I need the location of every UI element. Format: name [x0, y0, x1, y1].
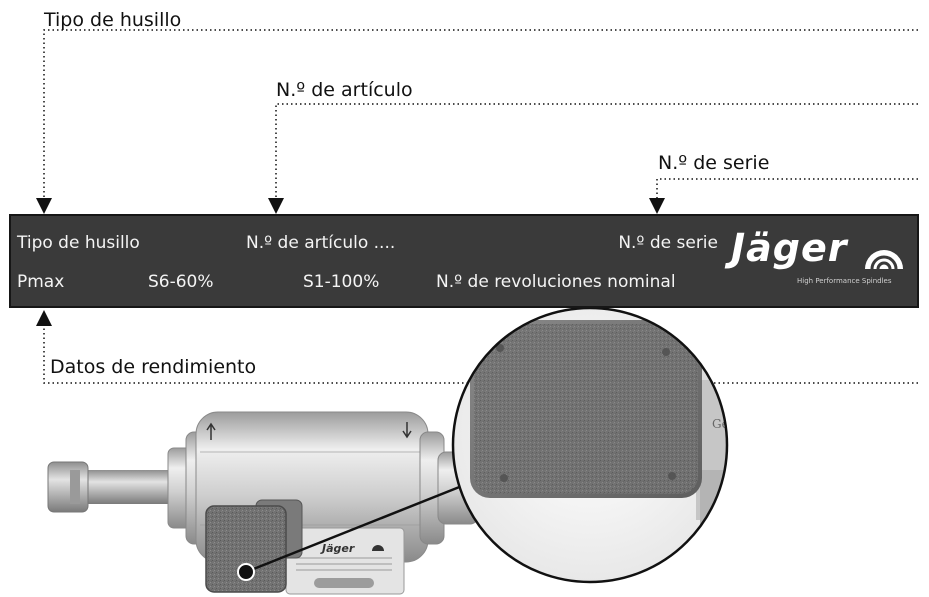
brand-logo-block: Jäger High Performance Spindles	[731, 221, 911, 301]
callout-spindle-type: Tipo de husillo	[44, 9, 182, 31]
plate-s1: S1-100%	[303, 272, 380, 292]
zoom-connector-line	[245, 476, 483, 574]
leader-performance-data	[36, 310, 918, 384]
plate-pmax: Pmax	[17, 272, 65, 292]
callout-performance-data: Datos de rendimiento	[50, 356, 257, 378]
leader-serial-number	[649, 178, 918, 214]
plate-article-number: N.º de artículo ....	[246, 233, 396, 253]
plate-nominal-speed: N.º de revoluciones nominal	[436, 272, 676, 292]
arc-logo-icon	[865, 250, 903, 270]
plate-spindle-type: Tipo de husillo	[17, 233, 140, 253]
zoom-detail-circle: Gem	[451, 306, 741, 584]
type-plate	[9, 214, 919, 308]
callout-serial-number: N.º de serie	[658, 152, 770, 174]
zoom-anchor-dot	[237, 563, 255, 581]
spindle-motor: Jäger	[47, 411, 479, 595]
leader-article-number	[268, 103, 918, 214]
plate-serial-number: N.º de serie	[618, 233, 718, 253]
brand-tagline: High Performance Spindles	[797, 277, 892, 285]
housing-brand-label: Jäger	[320, 542, 355, 555]
callout-article-number: N.º de artículo	[276, 79, 413, 101]
zoom-side-text: Gem	[712, 417, 741, 431]
leader-spindle-type	[36, 29, 918, 214]
brand-name: Jäger	[731, 226, 848, 270]
plate-s6: S6-60%	[148, 272, 214, 292]
